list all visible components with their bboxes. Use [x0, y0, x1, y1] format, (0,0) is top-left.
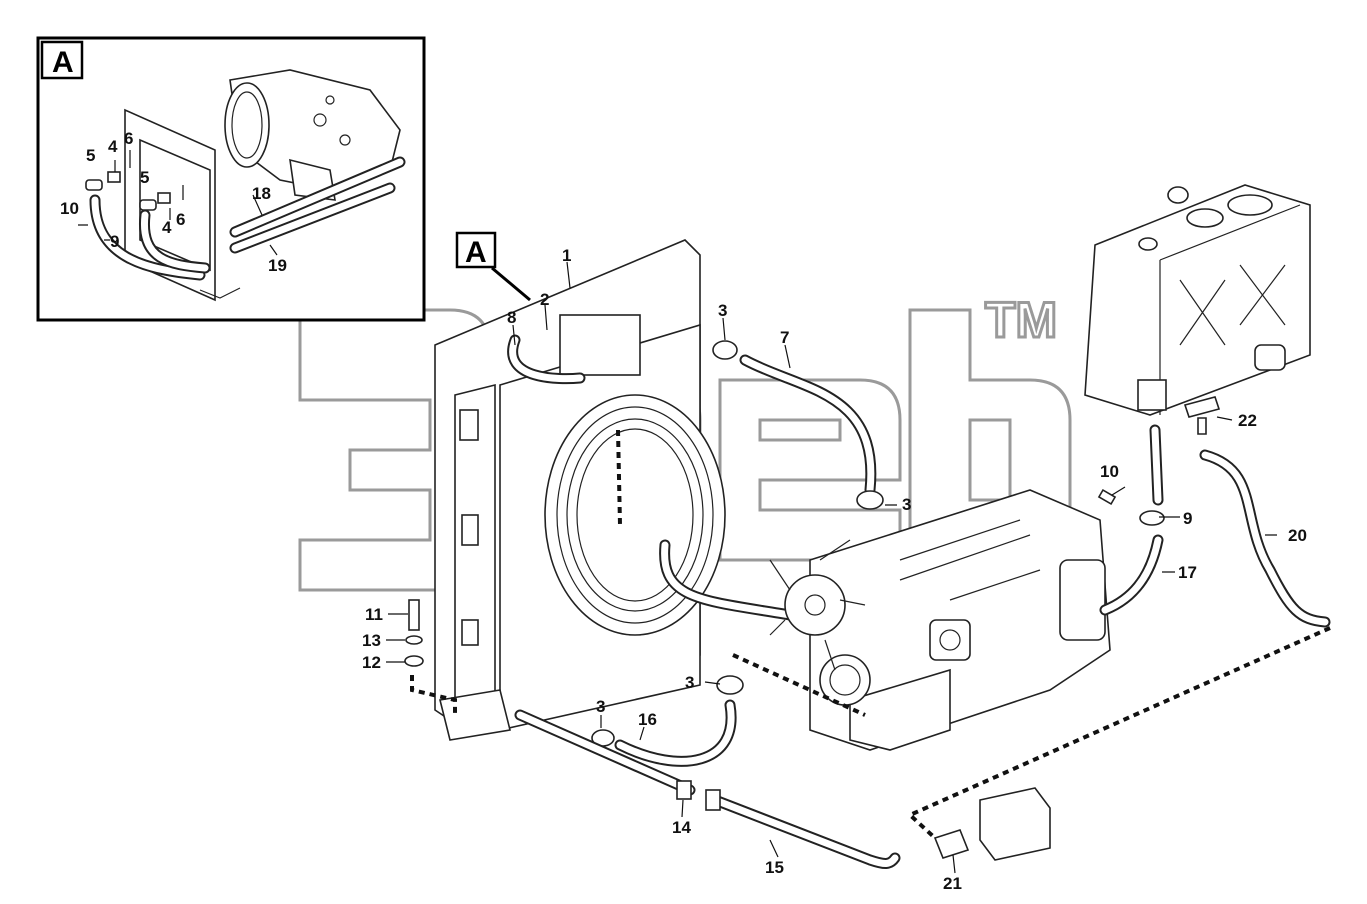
detail-view-a: A 5 4 [36, 36, 426, 322]
valve-block [979, 787, 1051, 861]
clamp-3-top [712, 340, 738, 360]
callout-8: 8 [507, 308, 516, 327]
assembly-line-bolt [410, 675, 457, 715]
callout-inset-19: 19 [268, 256, 287, 275]
inset-elbow-5b [139, 199, 157, 211]
radiator-bracket-1 [459, 409, 479, 441]
callout-inset-6a: 6 [124, 129, 133, 148]
fitting-21 [933, 829, 970, 859]
inset-fitting-4b [157, 192, 171, 204]
hose-17 [1099, 534, 1164, 616]
callout-2: 2 [540, 290, 549, 309]
radiator-bracket-2 [461, 514, 479, 546]
callout-17: 17 [1178, 563, 1197, 582]
view-a-marker: A [455, 231, 531, 302]
callout-3-lower-right: 3 [685, 673, 694, 692]
callout-inset-4b: 4 [162, 218, 172, 237]
tank-port [1137, 379, 1167, 411]
callout-21: 21 [943, 874, 962, 893]
callout-7: 7 [780, 328, 789, 347]
callout-13: 13 [362, 631, 381, 650]
callout-3-lower-left: 3 [596, 697, 605, 716]
hose-20 [1199, 449, 1331, 628]
callout-inset-18: 18 [252, 184, 271, 203]
washer-13 [405, 635, 423, 645]
callout-16: 16 [638, 710, 657, 729]
assembly-line-radiator [616, 429, 622, 526]
hose-15-end [705, 789, 721, 811]
callout-inset-9: 9 [110, 232, 119, 251]
trademark-mark: TM [985, 292, 1057, 348]
detail-label-box [40, 40, 84, 80]
callout-11: 11 [365, 605, 383, 624]
radiator-assembly [434, 239, 726, 741]
callout-inset-5b: 5 [140, 168, 149, 187]
view-marker-label: A [465, 236, 487, 269]
callout-14: 14 [672, 818, 691, 837]
clamp-3-engine [856, 490, 884, 510]
inset-fitting-4a [107, 171, 121, 183]
inset-elbow-5a [85, 179, 103, 191]
callout-9: 9 [1183, 509, 1192, 528]
detail-label: A [52, 46, 74, 79]
callout-20: 20 [1288, 526, 1307, 545]
callout-inset-6b: 6 [176, 210, 185, 229]
callout-3-top: 3 [718, 301, 727, 320]
fitting-14 [676, 780, 692, 800]
callout-15: 15 [765, 858, 784, 877]
bolt-10 [1097, 488, 1117, 506]
callout-inset-10: 10 [60, 199, 79, 218]
callout-1: 1 [562, 246, 571, 265]
callout-3-engine: 3 [902, 495, 911, 514]
radiator-foot [439, 689, 511, 741]
clamp-9 [1139, 510, 1165, 526]
hydraulic-tank [1084, 184, 1311, 416]
engine-fan [784, 574, 846, 636]
washer-12 [404, 655, 424, 667]
clamp-3-lower-right [716, 675, 744, 695]
callouts: 1 2 8 3 7 3 10 9 17 22 20 11 13 12 3 3 1… [362, 246, 1307, 893]
tee-22 [1183, 396, 1221, 418]
callout-inset-5a: 5 [86, 146, 95, 165]
callout-inset-4a: 4 [108, 137, 118, 156]
callout-22: 22 [1238, 411, 1257, 430]
expansion-tank [559, 314, 641, 376]
callout-10: 10 [1100, 462, 1119, 481]
radiator-bracket-3 [461, 619, 479, 646]
engine [769, 489, 1111, 751]
callout-12: 12 [362, 653, 381, 672]
assembly-line-hose [732, 653, 866, 717]
bolt-11 [408, 599, 420, 631]
